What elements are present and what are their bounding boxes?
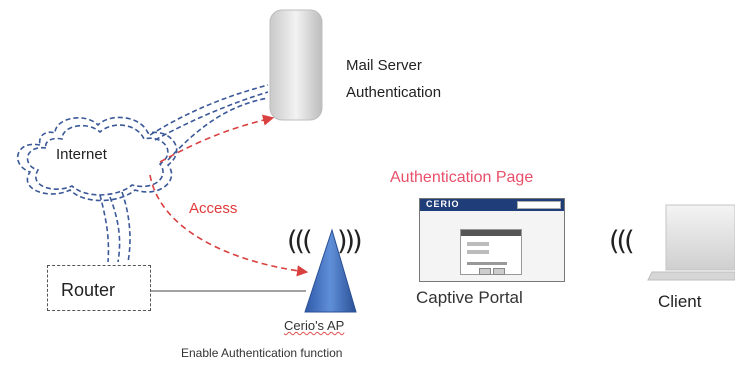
access-arrows [149, 114, 309, 277]
ap-wireless-waves-right: ))) [337, 226, 363, 257]
mail-server-line1: Mail Server [346, 57, 422, 74]
mail-server-icon [269, 9, 323, 121]
portal-login-button [479, 268, 491, 275]
portal-clear-button [493, 268, 505, 275]
captive-portal-screenshot: CERIO [419, 198, 565, 282]
portal-login-form [460, 229, 522, 275]
mail-server-line2: Authentication [346, 84, 442, 101]
portal-remember-line [467, 262, 507, 265]
client-label: Client [658, 292, 702, 311]
internet-label: Internet [56, 146, 107, 163]
cerio-logo: CERIO [426, 199, 460, 209]
ap-name-label: Cerio's AP [284, 318, 344, 333]
laptop-icon [647, 204, 735, 281]
portal-header: CERIO [420, 199, 564, 211]
access-point-icon [304, 228, 357, 313]
router-label: Router [61, 280, 116, 300]
portal-search-box [517, 201, 561, 209]
captive-portal-label: Captive Portal [416, 288, 523, 307]
authentication-page-label: Authentication Page [390, 169, 534, 186]
access-label: Access [189, 200, 238, 217]
portal-username-field [467, 242, 489, 246]
ap-wireless-waves-left: ((( [287, 226, 313, 257]
portal-password-field [467, 250, 489, 254]
ap-name-text: Cerio's AP [284, 318, 345, 333]
router-box [47, 265, 151, 311]
mail-server-label: Mail Server Authentication [346, 52, 441, 106]
portal-form-title-bar [461, 230, 521, 236]
ap-function-label: Enable Authentication function [181, 346, 343, 360]
client-wireless-waves: ((( [609, 226, 635, 257]
internet-cloud-icon [16, 84, 269, 263]
